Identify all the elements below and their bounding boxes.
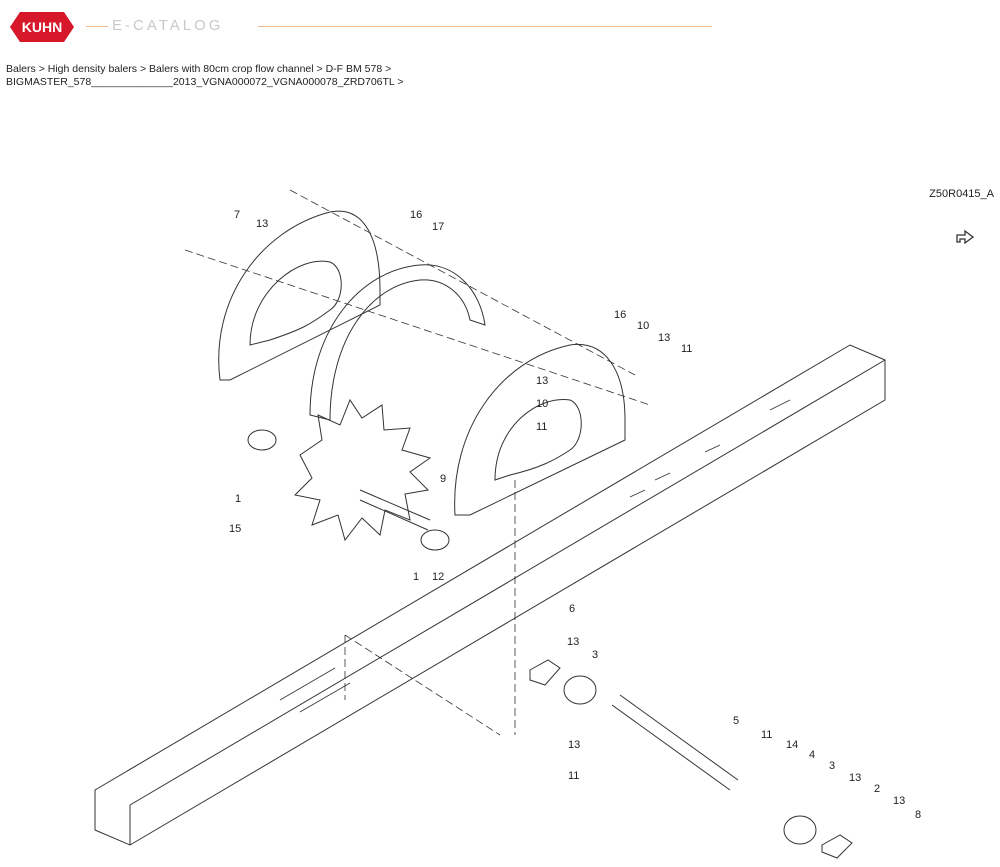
callout-label[interactable]: 6 [569, 603, 575, 615]
breadcrumb-separator: > [397, 76, 404, 88]
callout-labels: 7 13 16 17 16 10 13 11 13 10 11 1 9 15 1… [229, 209, 921, 821]
breadcrumb-separator: > [38, 63, 45, 75]
breadcrumb-item-model[interactable]: D-F BM 578 [325, 63, 383, 75]
breadcrumb-separator: > [385, 63, 392, 75]
callout-label[interactable]: 2 [874, 783, 880, 795]
callout-label[interactable]: 14 [786, 739, 798, 751]
callout-label[interactable]: 11 [681, 343, 692, 355]
callout-label[interactable]: 13 [536, 375, 548, 387]
diagram-code: Z50R0415_A [929, 188, 994, 200]
callout-label[interactable]: 13 [849, 772, 861, 784]
callout-label[interactable]: 12 [432, 571, 444, 583]
callout-label[interactable]: 10 [637, 320, 649, 332]
callout-label[interactable]: 3 [592, 649, 598, 661]
callout-label[interactable]: 11 [568, 770, 579, 782]
callout-label[interactable]: 13 [568, 739, 580, 751]
callout-label[interactable]: 9 [440, 473, 446, 485]
callout-label[interactable]: 15 [229, 523, 241, 535]
header-rule [258, 26, 712, 27]
share-icon[interactable] [955, 228, 975, 244]
callout-label[interactable]: 8 [915, 809, 921, 821]
callout-label[interactable]: 11 [761, 729, 772, 741]
drawing-lines [94, 189, 886, 859]
callout-label[interactable]: 13 [567, 636, 579, 648]
breadcrumb-item-80cm-channel[interactable]: Balers with 80cm crop flow channel [149, 63, 314, 75]
header-bar: KUHN E-CATALOG [0, 0, 1000, 52]
breadcrumb: Balers > High density balers > Balers wi… [6, 63, 403, 89]
callout-label[interactable]: 16 [614, 309, 626, 321]
callout-label[interactable]: 13 [256, 218, 268, 230]
callout-label[interactable]: 1 [413, 571, 419, 583]
brand-name: KUHN [22, 19, 62, 35]
header-accent-line [86, 26, 108, 27]
callout-label[interactable]: 7 [234, 209, 240, 221]
callout-label[interactable]: 4 [809, 749, 815, 761]
breadcrumb-item-high-density[interactable]: High density balers [47, 63, 138, 75]
callout-label[interactable]: 5 [733, 715, 739, 727]
callout-label[interactable]: 16 [410, 209, 422, 221]
callout-label[interactable]: 17 [432, 221, 444, 233]
breadcrumb-item-balers[interactable]: Balers [6, 63, 36, 75]
callout-label[interactable]: 3 [829, 760, 835, 772]
callout-label[interactable]: 1 [235, 493, 241, 505]
catalog-title: E-CATALOG [112, 17, 224, 34]
callout-label[interactable]: 10 [536, 398, 548, 410]
kuhn-logo[interactable]: KUHN [6, 8, 78, 46]
callout-label[interactable]: 13 [893, 795, 905, 807]
breadcrumb-item-serial[interactable]: BIGMASTER_578______________2013_VGNA0000… [6, 76, 395, 88]
callout-label[interactable]: 13 [658, 332, 670, 344]
breadcrumb-separator: > [139, 63, 147, 75]
callout-label[interactable]: 11 [536, 421, 547, 433]
breadcrumb-separator: > [316, 63, 323, 75]
